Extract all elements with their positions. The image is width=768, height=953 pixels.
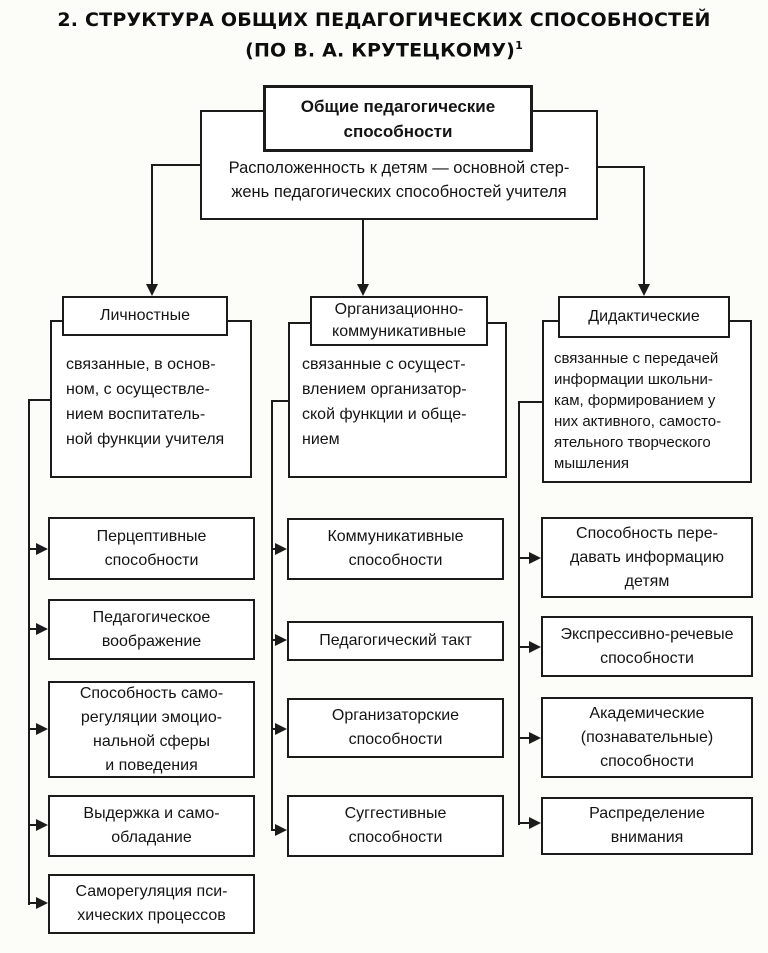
branch-line (271, 728, 278, 730)
header-didactic: Дидактические (558, 296, 730, 338)
node-academic-abilities: Академические (познавательные) способнос… (541, 697, 753, 778)
desc-didactic-text: связанные с передачей информации школьни… (554, 350, 722, 472)
connector-line (597, 166, 645, 168)
root-subtitle-text: Расположенность к детям — основной стер-… (228, 159, 570, 201)
title-line-2: (ПО В. А. КРУТЕЦКОМУ)1 (0, 33, 768, 63)
connector-line (151, 164, 153, 286)
node-label: Способность само- регуляции эмоцио- наль… (79, 684, 224, 774)
node-label: Коммуникативные способности (327, 528, 464, 569)
arrowhead-right-icon (36, 543, 48, 555)
node-organizational-abilities: Организаторские способности (287, 698, 504, 758)
connector-line (151, 164, 201, 166)
node-suggestive-abilities: Суггестивные способности (287, 795, 504, 857)
node-communicative-abilities: Коммуникативные способности (287, 518, 504, 580)
node-label: Суггестивные способности (344, 805, 447, 846)
node-label: Распределение внимания (589, 805, 705, 846)
arrowhead-right-icon (275, 634, 287, 646)
root-node-label: Общие педагогические способности (300, 96, 496, 141)
branch-line (518, 822, 530, 824)
desc-didactic: связанные с передачей информации школьни… (542, 320, 752, 483)
connector-line (271, 400, 288, 402)
node-label: Организаторские способности (331, 707, 460, 748)
branch-line (28, 628, 38, 630)
node-pedagogical-tact: Педагогический такт (287, 621, 504, 661)
branch-line (518, 646, 530, 648)
branch-line (28, 728, 38, 730)
arrowhead-right-icon (36, 897, 48, 909)
arrowhead-right-icon (529, 732, 541, 744)
arrowhead-right-icon (275, 824, 287, 836)
title-line-2-text: (ПО В. А. КРУТЕЦКОМУ) (245, 39, 516, 62)
node-label: Педагогическое воображение (92, 608, 211, 650)
node-label: Перцептивные способности (96, 527, 207, 569)
arrowhead-right-icon (529, 552, 541, 564)
header-organizational-communicative-label: Организационно- коммуникативные (332, 301, 466, 340)
node-label: Выдержка и само- обладание (83, 805, 220, 846)
node-self-control: Выдержка и само- обладание (48, 795, 255, 857)
branch-line (28, 824, 38, 826)
node-perceptive-abilities: Перцептивные способности (48, 517, 255, 580)
branch-line (271, 829, 278, 831)
node-pedagogical-imagination: Педагогическое воображение (48, 599, 255, 660)
header-organizational-communicative: Организационно- коммуникативные (310, 296, 488, 346)
arrowhead-right-icon (36, 723, 48, 735)
node-label: Саморегуляция пси- хических процессов (75, 883, 228, 924)
branch-line (28, 548, 38, 550)
node-emotional-self-regulation: Способность само- регуляции эмоцио- наль… (48, 681, 255, 778)
connector-line (643, 166, 645, 286)
arrowhead-right-icon (275, 543, 287, 555)
node-label: Педагогический такт (319, 632, 472, 649)
node-mental-process-self-regulation: Саморегуляция пси- хических процессов (48, 874, 255, 934)
branch-line (271, 548, 278, 550)
connector-line (28, 399, 50, 401)
spine-line (28, 399, 30, 905)
spine-line (518, 401, 520, 825)
spine-line (271, 400, 273, 831)
desc-organizational-communicative: связанные с осущест- влением организатор… (288, 322, 507, 478)
diagram-title: 2. СТРУКТУРА ОБЩИХ ПЕДАГОГИЧЕСКИХ СПОСОБ… (0, 7, 768, 63)
desc-personal: связанные, в основ- ном, с осуществле- н… (50, 320, 252, 478)
branch-line (518, 557, 530, 559)
title-line-1: 2. СТРУКТУРА ОБЩИХ ПЕДАГОГИЧЕСКИХ СПОСОБ… (57, 9, 711, 31)
arrowhead-right-icon (275, 723, 287, 735)
desc-organizational-communicative-text: связанные с осущест- влением организатор… (302, 356, 467, 448)
branch-line (518, 737, 530, 739)
arrowhead-down-icon (638, 284, 650, 296)
desc-personal-text: связанные, в основ- ном, с осуществле- н… (66, 356, 225, 448)
header-personal: Личностные (62, 296, 228, 336)
arrowhead-right-icon (529, 817, 541, 829)
branch-line (28, 902, 38, 904)
branch-line (271, 639, 278, 641)
header-didactic-label: Дидактические (588, 308, 700, 325)
arrowhead-down-icon (146, 284, 158, 296)
node-expressive-speech-abilities: Экспрессивно-речевые способности (541, 616, 753, 677)
connector-line (362, 220, 364, 286)
node-information-transfer: Способность пере- давать информацию детя… (541, 517, 753, 598)
arrowhead-right-icon (36, 623, 48, 635)
arrowhead-right-icon (529, 641, 541, 653)
footnote-marker: 1 (515, 39, 523, 52)
arrowhead-right-icon (36, 819, 48, 831)
connector-line (518, 401, 542, 403)
root-node: Общие педагогические способности (263, 85, 533, 152)
header-personal-label: Личностные (99, 307, 191, 324)
node-label: Экспрессивно-речевые способности (560, 625, 734, 667)
node-label: Академические (познавательные) способнос… (580, 704, 714, 770)
arrowhead-down-icon (357, 284, 369, 296)
node-attention-distribution: Распределение внимания (541, 797, 753, 855)
node-label: Способность пере- давать информацию детя… (570, 524, 724, 590)
